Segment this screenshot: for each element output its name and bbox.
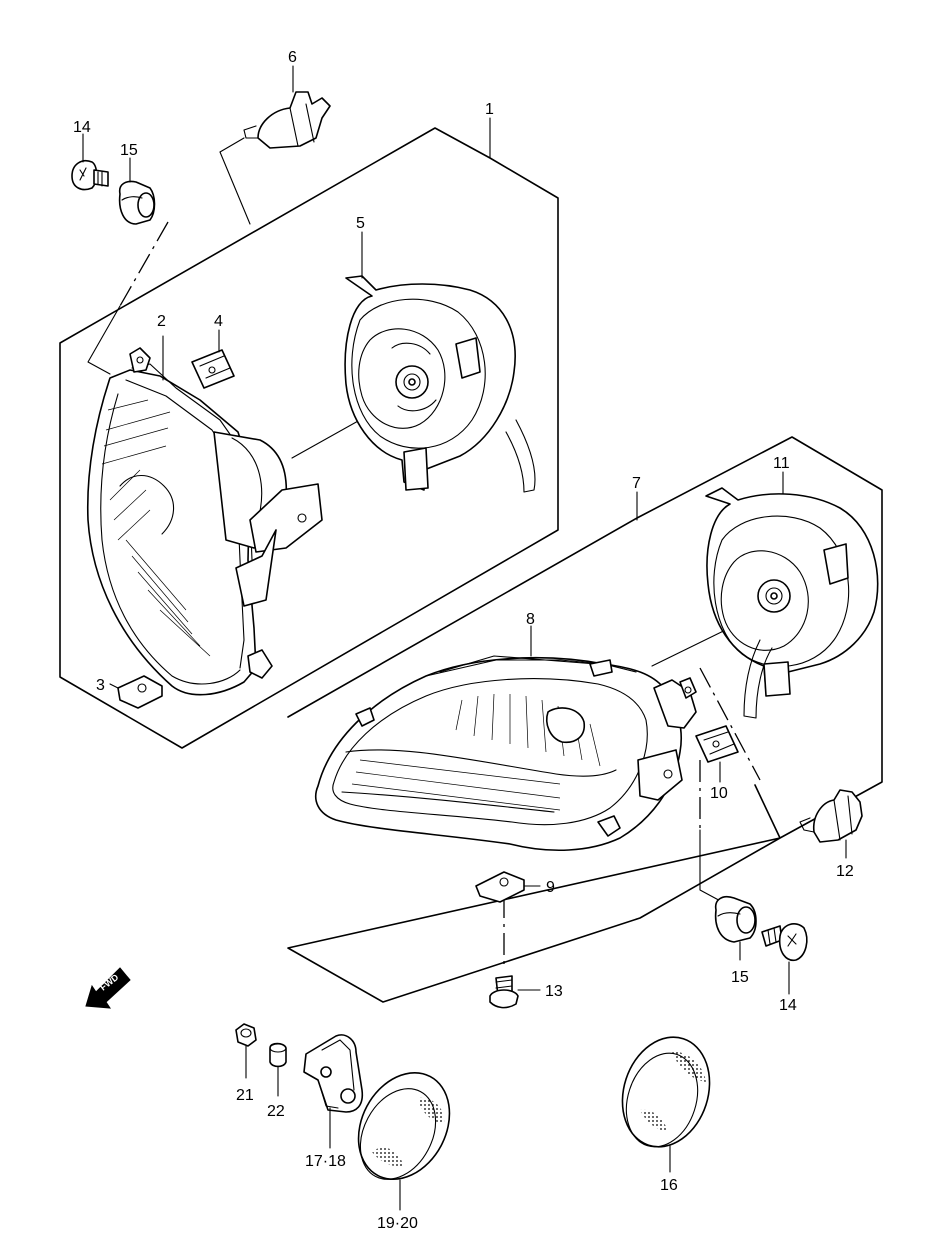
reflector-19-20 <box>357 1071 451 1211</box>
grommet-15-right <box>714 895 757 961</box>
callout-16: 16 <box>660 1177 678 1194</box>
callout-21: 21 <box>236 1087 254 1104</box>
clip-3 <box>109 675 163 709</box>
headlight-housing-8 <box>314 617 751 851</box>
clip-10 <box>695 725 739 783</box>
screw-14-right <box>761 923 808 995</box>
callout-15-right: 15 <box>731 969 749 986</box>
screw-13 <box>489 975 541 1009</box>
callout-12: 12 <box>836 863 854 880</box>
bulb-6 <box>219 91 331 225</box>
reflector-16 <box>621 1036 711 1173</box>
socket-11 <box>705 471 879 719</box>
socket-5 <box>344 231 536 493</box>
nut-21 <box>235 1023 257 1079</box>
callout-7: 7 <box>632 475 641 492</box>
callout-5: 5 <box>356 215 365 232</box>
headlight-housing-2 <box>86 335 393 696</box>
collar-22 <box>269 1042 287 1097</box>
callout-13: 13 <box>545 983 563 1000</box>
callout-22: 22 <box>267 1103 285 1120</box>
clip-9 <box>475 871 541 903</box>
callout-17-18: 17·18 <box>305 1153 346 1170</box>
leader-lines-assembly-7 <box>503 667 761 970</box>
callout-11: 11 <box>773 455 790 472</box>
assembly-1-outline <box>59 127 559 749</box>
callout-14-right: 14 <box>779 997 797 1014</box>
callout-10: 10 <box>710 785 728 802</box>
callout-1: 1 <box>485 101 494 118</box>
callout-15-top: 15 <box>120 142 138 159</box>
callout-labels: 1 2 3 4 5 6 7 8 9 10 11 12 13 14 14 15 1… <box>73 49 854 1232</box>
callout-2: 2 <box>157 313 166 330</box>
callout-8: 8 <box>526 611 535 628</box>
callout-9: 9 <box>546 879 555 896</box>
callout-4: 4 <box>214 313 223 330</box>
bulb-12 <box>799 789 863 859</box>
callout-3: 3 <box>96 677 105 694</box>
callout-6: 6 <box>288 49 297 66</box>
callout-leaders <box>82 65 638 521</box>
fwd-arrow-icon: FWD <box>85 967 131 1009</box>
grommet-15-top <box>87 180 169 375</box>
callout-19-20: 19·20 <box>377 1215 418 1232</box>
bracket-17-18 <box>303 1034 364 1149</box>
screw-14-top <box>71 160 109 191</box>
clip-4 <box>191 329 235 389</box>
callout-14-top: 14 <box>73 119 91 136</box>
